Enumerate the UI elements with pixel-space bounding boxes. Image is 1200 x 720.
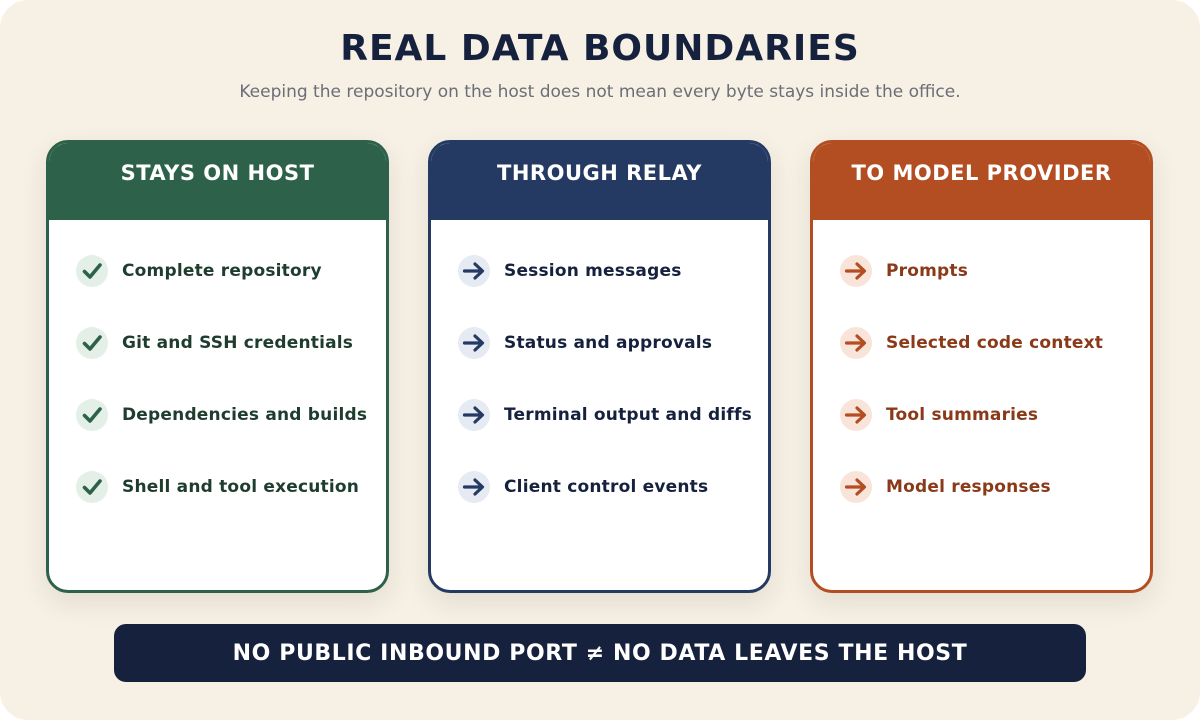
arrow-right-icon bbox=[458, 255, 490, 287]
page-title: REAL DATA BOUNDARIES bbox=[340, 28, 860, 69]
list-item: Session messages bbox=[458, 254, 682, 288]
column-card-relay: THROUGH RELAY Session messages Status an… bbox=[428, 140, 771, 593]
item-label: Git and SSH credentials bbox=[122, 333, 354, 353]
arrow-right-icon bbox=[840, 327, 872, 359]
item-label: Dependencies and builds bbox=[122, 405, 368, 425]
item-label: Tool summaries bbox=[886, 405, 1039, 425]
arrow-right-icon bbox=[458, 471, 490, 503]
list-item: Shell and tool execution bbox=[76, 470, 359, 504]
arrow-right-icon bbox=[840, 471, 872, 503]
arrow-right-icon bbox=[840, 399, 872, 431]
list-item: Selected code context bbox=[840, 326, 1103, 360]
check-icon bbox=[76, 471, 108, 503]
item-label: Selected code context bbox=[886, 333, 1104, 353]
item-label: Shell and tool execution bbox=[122, 477, 360, 497]
list-item: Dependencies and builds bbox=[76, 398, 367, 432]
item-label: Prompts bbox=[886, 261, 969, 281]
list-item: Prompts bbox=[840, 254, 968, 288]
list-item: Complete repository bbox=[76, 254, 322, 288]
summary-banner: NO PUBLIC INBOUND PORT ≠ NO DATA LEAVES … bbox=[114, 624, 1086, 682]
arrow-right-icon bbox=[458, 399, 490, 431]
arrow-right-icon bbox=[458, 327, 490, 359]
item-label: Session messages bbox=[504, 261, 682, 281]
list-item: Tool summaries bbox=[840, 398, 1038, 432]
list-item: Status and approvals bbox=[458, 326, 712, 360]
column-header: THROUGH RELAY bbox=[431, 143, 768, 220]
item-label: Model responses bbox=[886, 477, 1051, 497]
list-item: Model responses bbox=[840, 470, 1051, 504]
item-label: Terminal output and diffs bbox=[504, 405, 752, 425]
page-subtitle: Keeping the repository on the host does … bbox=[239, 82, 961, 102]
check-icon bbox=[76, 399, 108, 431]
arrow-right-icon bbox=[840, 255, 872, 287]
item-label: Complete repository bbox=[122, 261, 322, 281]
item-label: Client control events bbox=[504, 477, 709, 497]
column-card-host: STAYS ON HOST Complete repository Git an… bbox=[46, 140, 389, 593]
column-header: STAYS ON HOST bbox=[49, 143, 386, 220]
check-icon bbox=[76, 255, 108, 287]
check-icon bbox=[76, 327, 108, 359]
column-card-provider: TO MODEL PROVIDER Prompts Selected code … bbox=[810, 140, 1153, 593]
list-item: Git and SSH credentials bbox=[76, 326, 353, 360]
item-label: Status and approvals bbox=[504, 333, 713, 353]
list-item: Terminal output and diffs bbox=[458, 398, 752, 432]
list-item: Client control events bbox=[458, 470, 708, 504]
column-header: TO MODEL PROVIDER bbox=[813, 143, 1150, 220]
